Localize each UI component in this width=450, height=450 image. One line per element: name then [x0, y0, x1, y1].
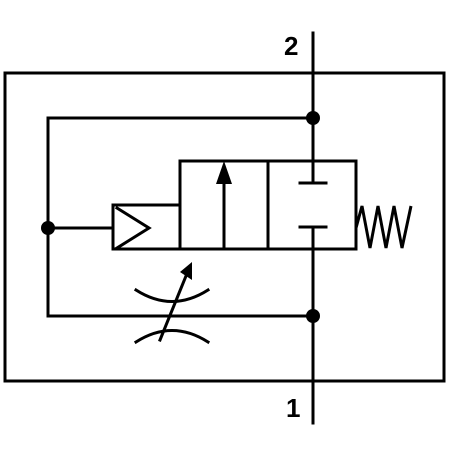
spring-icon: [354, 205, 413, 249]
pilot-actuator-box: [111, 203, 182, 251]
pilot-triangle-icon: [114, 205, 152, 251]
housing-frame: [3, 71, 446, 383]
flow-arrow-icon: [216, 161, 232, 251]
adjustable-throttle-icon: [133, 262, 211, 345]
junction-dot-left: [41, 221, 55, 235]
port-label-top: 2: [284, 31, 298, 61]
junction-dot-bottom: [306, 309, 320, 323]
port-label-bottom: 1: [286, 393, 300, 423]
pilot-line-upper: [46, 116, 315, 318]
junction-dot-top: [306, 111, 320, 125]
